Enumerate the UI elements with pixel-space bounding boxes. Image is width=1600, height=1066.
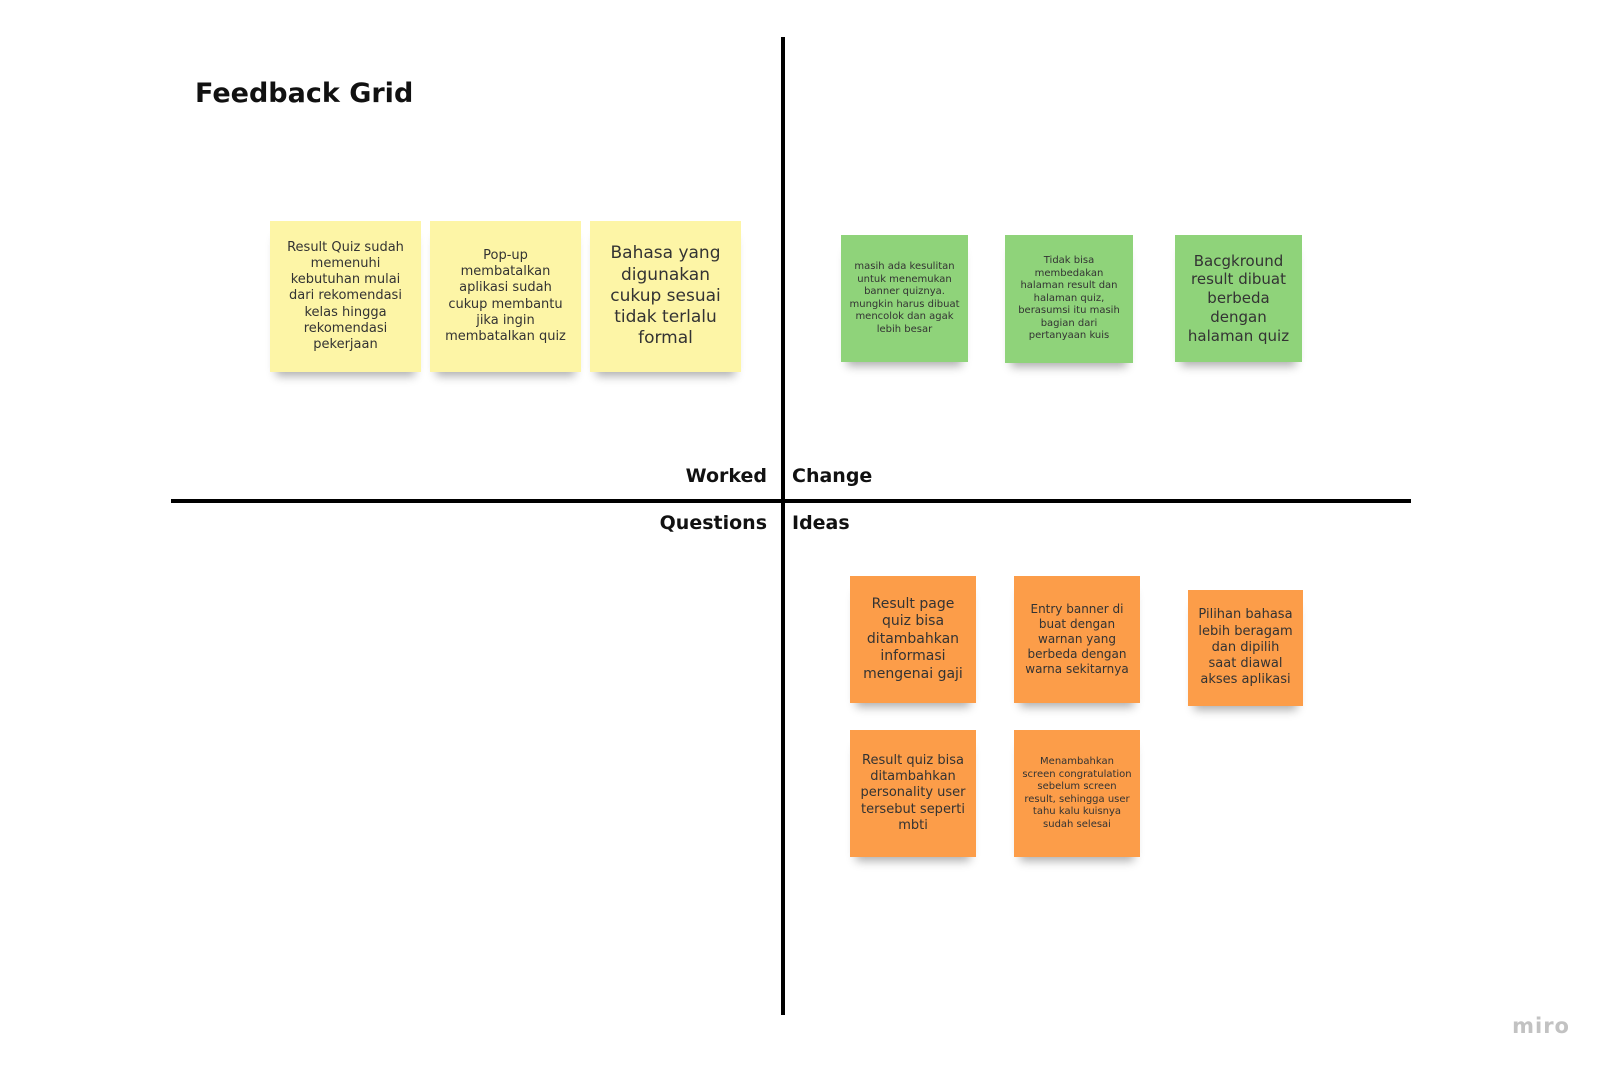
vertical-axis-line (781, 37, 785, 1015)
sticky-note-change-1[interactable]: masih ada kesulitan untuk menemukan bann… (841, 235, 968, 362)
quadrant-label-questions: Questions (659, 512, 767, 534)
sticky-note-text: Bacgkround result dibuat berbeda dengan … (1187, 251, 1290, 345)
sticky-note-text: Bahasa yang digunakan cukup sesuai tidak… (610, 243, 721, 349)
sticky-note-change-3[interactable]: Bacgkround result dibuat berbeda dengan … (1175, 235, 1302, 362)
sticky-note-worked-1[interactable]: Result Quiz sudah memenuhi kebutuhan mul… (270, 221, 421, 372)
sticky-note-ideas-2[interactable]: Entry banner di buat dengan warnan yang … (1014, 576, 1140, 703)
sticky-note-worked-3[interactable]: Bahasa yang digunakan cukup sesuai tidak… (590, 221, 741, 372)
quadrant-label-worked: Worked (685, 465, 767, 487)
sticky-note-text: Menambahkan screen congratulation sebelu… (1022, 756, 1132, 830)
miro-logo: miro (1512, 1014, 1570, 1038)
sticky-note-text: Result Quiz sudah memenuhi kebutuhan mul… (287, 239, 404, 353)
sticky-note-ideas-5[interactable]: Menambahkan screen congratulation sebelu… (1014, 730, 1140, 857)
horizontal-axis-line (171, 499, 1411, 503)
quadrant-label-ideas: Ideas (792, 512, 850, 534)
sticky-note-text: Tidak bisa membedakan halaman result dan… (1018, 255, 1120, 342)
sticky-note-change-2[interactable]: Tidak bisa membedakan halaman result dan… (1005, 235, 1133, 363)
board-title: Feedback Grid (195, 78, 414, 109)
sticky-note-text: Entry banner di buat dengan warnan yang … (1025, 602, 1129, 676)
quadrant-label-change: Change (792, 465, 873, 487)
sticky-note-ideas-3[interactable]: Pilihan bahasa lebih beragam dan dipilih… (1188, 590, 1303, 706)
sticky-note-text: masih ada kesulitan untuk menemukan bann… (849, 261, 960, 335)
sticky-note-ideas-1[interactable]: Result page quiz bisa ditambahkan inform… (850, 576, 976, 703)
sticky-note-ideas-4[interactable]: Result quiz bisa ditambahkan personality… (850, 730, 976, 857)
sticky-note-text: Result page quiz bisa ditambahkan inform… (863, 595, 963, 682)
sticky-note-worked-2[interactable]: Pop-up membatalkan aplikasi sudah cukup … (430, 221, 581, 372)
sticky-note-text: Pop-up membatalkan aplikasi sudah cukup … (445, 247, 566, 344)
sticky-note-text: Pilihan bahasa lebih beragam dan dipilih… (1198, 607, 1293, 688)
sticky-note-text: Result quiz bisa ditambahkan personality… (860, 752, 966, 833)
